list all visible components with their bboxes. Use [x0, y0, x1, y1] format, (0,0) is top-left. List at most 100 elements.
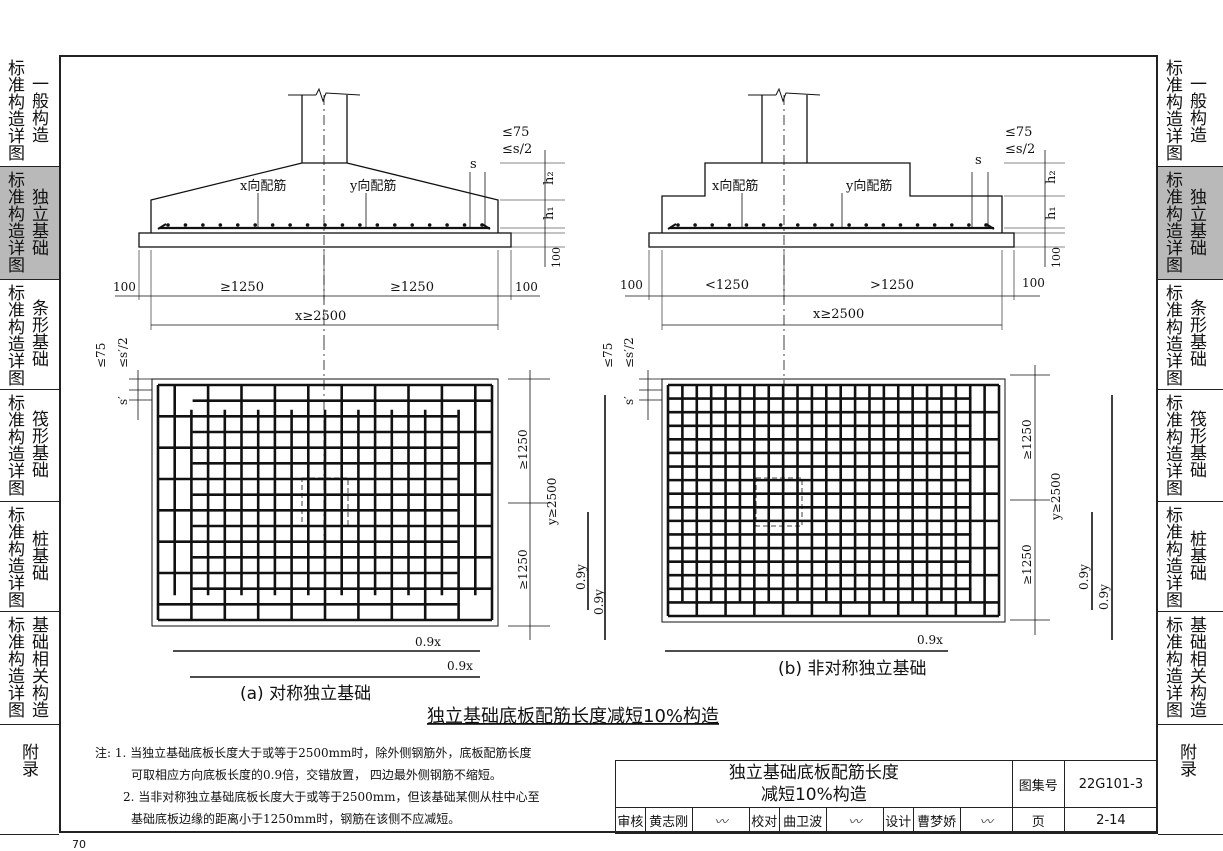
- section-tab-sub: 桩基础: [32, 529, 49, 584]
- section-tab-main: 标准构造详图: [1166, 616, 1183, 721]
- dim-total-b: x≥2500: [813, 307, 864, 322]
- section-tab-main: 标准构造详图: [8, 284, 25, 389]
- rebar-dot: [761, 223, 766, 227]
- plan-09y-a-1: 0.9y: [574, 564, 588, 590]
- plan-y-bottom-b: ≥1250: [1020, 544, 1034, 585]
- dim-left-b: <1250: [705, 278, 749, 293]
- atlas-number: 22G101-3: [1063, 760, 1159, 808]
- dim-les2-a: ≤s/2: [502, 142, 532, 157]
- title-line-1: 独立基础底板配筋长度: [728, 763, 899, 783]
- plan-y-bottom-a: ≥1250: [516, 549, 530, 590]
- dim-h1-b: h₁: [1044, 206, 1059, 220]
- rebar-dot: [881, 223, 886, 227]
- section-tab-sub: 筏形基础: [1190, 410, 1207, 481]
- section-tab[interactable]: 标准构造详图一般构造: [0, 55, 59, 167]
- section-tab-main: 标准构造详图: [8, 394, 25, 499]
- section-tab-sub: 独立基础: [1190, 187, 1207, 259]
- caption-b: (b) 非对称独立基础: [778, 659, 926, 679]
- dim-le75-a: ≤75: [502, 125, 529, 140]
- designer-signature: 〰: [959, 807, 1013, 834]
- section-tab[interactable]: 标准构造详图条形基础: [1158, 280, 1223, 390]
- section-b: [625, 87, 1065, 340]
- dim-s-b: s: [975, 153, 982, 168]
- section-tab-sub: 独立基础: [32, 187, 49, 259]
- check-label: 校对: [748, 807, 780, 834]
- section-tab[interactable]: 附录: [1158, 725, 1223, 835]
- plan-a-dims: [129, 370, 606, 678]
- dim-total-a: x≥2500: [295, 309, 346, 324]
- rebar-dot: [201, 223, 205, 227]
- rebar-dot: [270, 223, 275, 227]
- section-tab-main: 标准构造详图: [8, 506, 25, 611]
- section-tab-main: 标准构造详图: [1166, 506, 1183, 611]
- section-tab[interactable]: 标准构造详图独立基础: [0, 167, 59, 280]
- section-tab-main: 标准构造详图: [1166, 59, 1183, 164]
- rebar-dot: [305, 223, 310, 227]
- rebar-dot: [727, 223, 732, 227]
- dim-s-a: s: [470, 157, 477, 172]
- rebar-dot: [778, 223, 783, 227]
- plan-b-dims: [639, 365, 1113, 652]
- dim-right-b: >1250: [870, 278, 914, 293]
- plan-y-total-b: y≥2500: [1049, 473, 1063, 521]
- plan-les2-b: ≤s′/2: [622, 337, 636, 368]
- section-tab[interactable]: 标准构造详图基础相关构造: [0, 612, 59, 725]
- rebar-dots-b: [676, 223, 988, 227]
- rebar-dot: [864, 223, 869, 227]
- rebar-grid-b: [666, 383, 1001, 618]
- rebar-dot: [445, 223, 449, 227]
- rebar-dot: [984, 223, 988, 227]
- section-a: [115, 87, 565, 340]
- dim-right-a: ≥1250: [390, 280, 434, 295]
- section-tab[interactable]: 附录: [0, 725, 59, 835]
- rebar-dot: [323, 223, 327, 227]
- dim-100-left-b: 100: [620, 278, 643, 292]
- checker-name: 曲卫波: [778, 807, 827, 834]
- plan-09y-a-2: 0.9y: [592, 589, 606, 615]
- plan-y-total-a: y≥2500: [545, 478, 559, 526]
- rebar-grid-a: [156, 383, 494, 622]
- section-tab[interactable]: 标准构造详图一般构造: [1158, 55, 1223, 167]
- rebar-dot: [830, 223, 834, 227]
- section-tab[interactable]: 标准构造详图独立基础: [1158, 167, 1223, 280]
- section-tab[interactable]: 标准构造详图桩基础: [0, 502, 59, 612]
- rebar-dot: [813, 223, 817, 227]
- rebar-dot: [795, 223, 800, 227]
- rebar-dot: [915, 223, 920, 227]
- section-tab-main: 标准构造详图: [8, 616, 25, 721]
- rebar-dot: [288, 223, 292, 227]
- section-tab-main: 附录: [1180, 743, 1197, 780]
- rebar-dot: [183, 223, 188, 227]
- x-rebar-label-a: x向配筋: [240, 178, 286, 194]
- notes-prefix: 注:: [95, 746, 112, 760]
- section-tab-sub: 桩基础: [1190, 529, 1207, 584]
- rebar-dot: [847, 223, 851, 227]
- section-tab-sub: 基础相关构造: [1190, 616, 1207, 721]
- section-tab-sub: 筏形基础: [32, 410, 49, 481]
- section-tab[interactable]: 标准构造详图桩基础: [1158, 502, 1223, 612]
- plan-s-a: s′: [116, 396, 130, 405]
- note-1-line-1: 1. 当独立基础底板长度大于或等于2500mm时，除外侧钢筋外，底板配筋长度: [114, 746, 532, 760]
- checker-signature: 〰: [825, 807, 884, 834]
- section-tab-sub: 一般构造: [32, 75, 49, 146]
- plan-09x-a-1: 0.9x: [415, 635, 441, 649]
- plan-09x-b: 0.9x: [917, 633, 943, 647]
- notes-block: 注: 1. 当独立基础底板长度大于或等于2500mm时，除外侧钢筋外，底板配筋长…: [95, 742, 615, 830]
- section-tab-main: 标准构造详图: [1166, 171, 1183, 276]
- rebar-dot: [358, 223, 362, 227]
- reviewer-name: 黄志刚: [644, 807, 693, 834]
- section-tab[interactable]: 标准构造详图筏形基础: [0, 390, 59, 502]
- rebar-dot: [166, 223, 170, 227]
- section-tab-main: 标准构造详图: [8, 171, 25, 276]
- section-tab[interactable]: 标准构造详图条形基础: [0, 280, 59, 390]
- plan-les2-a: ≤s′/2: [116, 337, 130, 368]
- dim-100-vert-a: 100: [550, 247, 563, 268]
- section-tab[interactable]: 标准构造详图基础相关构造: [1158, 612, 1223, 725]
- caption-a: (a) 对称独立基础: [240, 684, 371, 704]
- design-label: 设计: [882, 807, 914, 834]
- section-tab-main: 附录: [22, 743, 39, 780]
- section-tab[interactable]: 标准构造详图筏形基础: [1158, 390, 1223, 502]
- rebar-dot: [693, 223, 697, 227]
- dim-h1-a: h₁: [542, 206, 557, 220]
